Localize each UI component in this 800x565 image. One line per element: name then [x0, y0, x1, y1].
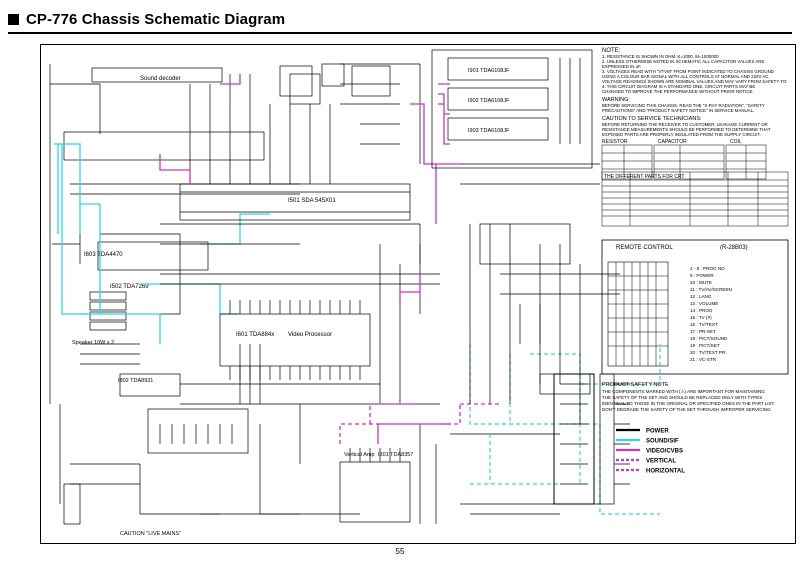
product-safety-note: PRODUCT SAFETY NOTE THE COMPONENTS MARKE… — [602, 382, 775, 412]
capacitor-label: CAPACITOR — [658, 139, 687, 145]
note-line: CHANGED TO IMPROVE THE PERFORMANCE WITHO… — [602, 89, 754, 94]
video-cvbs-paths — [159, 74, 460, 444]
i901-label: I901 TDA6108JF — [468, 68, 510, 74]
symbol-table — [601, 144, 767, 180]
i603-label: I603 TDA4470 — [84, 252, 123, 258]
crt-parts-heading: THE DIFFERENT PARTS FOR CRT — [604, 174, 684, 180]
legend-label-sound: SOUND/SIF — [646, 439, 679, 445]
safety-line: THE COMPONENTS MARKED WITH (⚠) ARE IMPOR… — [602, 389, 765, 394]
remote-model: (R-28B03) — [720, 245, 748, 251]
remote-key: 10 : MUTE — [690, 280, 712, 285]
remote-key: 14 : PROG — [690, 308, 713, 313]
note-line: 3. VOLTAGES READ WITH "VTVM" FROM POINT … — [602, 69, 774, 74]
crt-parts-table — [601, 171, 789, 227]
note-line: VOLTAGE READINGS SHOWN ARE NOMINAL VALUE… — [602, 79, 787, 84]
i802-label: I802 TDA8931 — [118, 378, 153, 384]
notes-heading: NOTE: — [602, 48, 621, 54]
schematic-drawing: Sound decoder I603 TDA4470 I502 TDA7269 … — [40, 44, 796, 544]
remote-key: 9 : POWER — [690, 273, 714, 278]
warning-heading: WARNING: — [602, 97, 630, 103]
remote-key: 18 : PICT/SOUND — [690, 336, 728, 341]
legend-label-power: POWER — [646, 429, 669, 435]
sheet-border — [40, 44, 796, 544]
page-number: 55 — [395, 547, 405, 556]
remote-key: 19 : PICT/SET — [690, 343, 720, 348]
vertical-amp-label: Vertical Amp — [344, 452, 375, 458]
speaker-label: Speaker 10W x 2 — [72, 340, 114, 346]
page-header: CP-776 Chassis Schematic Diagram — [8, 8, 285, 30]
micro-section — [160, 63, 560, 524]
remote-key: 17 : PR-SET — [690, 329, 716, 334]
safety-line: IDENTICAL TO THOSE IN THE ORIGINAL OR SP… — [602, 401, 775, 406]
warning-line: PRECAUTIONS" AND "PRODUCT SAFETY NOTICE"… — [602, 108, 754, 113]
remote-key: 1 - 8 : PROG NO — [690, 266, 725, 271]
caution-line: RESISTANCE MEASUREMENTS SHOULD BE PERFOR… — [602, 127, 771, 132]
remote-key: 20 : TV/TEXT PR. — [690, 350, 727, 355]
note-line: USING A COLOUR BAR SIGNAL WITH ALL CONTR… — [602, 74, 770, 79]
caution-line: BEFORE RETURNING THE RECEIVER TO CUSTOME… — [602, 122, 768, 127]
page-title: CP-776 Chassis Schematic Diagram — [26, 10, 286, 28]
remote-key: 15 : TV (#) — [690, 315, 712, 320]
i902-label: I902 TDA6108JF — [468, 98, 510, 104]
crt-video-paths — [438, 83, 450, 145]
video-processor-label: Video Processor — [288, 332, 332, 338]
notes-block: NOTE: 1. RESISTANCE IS SHOWN IN OHM. K=1… — [602, 48, 787, 145]
note-line: EXPRESSED IN uF. — [602, 64, 642, 69]
i903-label: I903 TDA6108JF — [468, 128, 510, 134]
warning-line: BEFORE SERVICING THIS CHASSIS, READ THE … — [602, 103, 765, 108]
i601-label: I601 TDA884x — [236, 332, 274, 338]
remote-key-list: 1 - 8 : PROG NO 9 : POWER 10 : MUTE 11 :… — [690, 266, 732, 362]
legend-label-video: VIDEO/CVBS — [646, 449, 683, 455]
caution-line: EXPOSED PARTS ARE PROPERLY INSULATED FRO… — [602, 132, 761, 137]
caution-live-mains: CAUTION "LIVE MAINS" — [120, 531, 181, 537]
remote-key: 16 : TV/TEXT — [690, 322, 718, 327]
remote-key: 12 : LANG — [690, 294, 712, 299]
remote-control-panel: REMOTE CONTROL (R-28B03) 1 - 8 : PROG NO… — [601, 239, 789, 375]
sound-section — [49, 64, 391, 525]
crt-drivers — [431, 49, 593, 169]
caution-heading: CAUTION TO SERVICE TECHNICIANS: — [602, 116, 702, 122]
i301-label: I301 TDA8357 — [378, 452, 413, 458]
coil-label: COIL — [730, 139, 742, 145]
note-line: 2. UNLESS OTHERWISE NOTED IN SCHEMATIC A… — [602, 59, 764, 64]
safety-line: DON'T DEGRADE THE SAFETY OF THE SET THRO… — [602, 407, 772, 412]
remote-key: 21 : VC-STR — [690, 357, 717, 362]
resistor-label: RESISTOR — [602, 139, 628, 145]
note-line: 4. THIS CIRCUIT DIAGRAM IS A STANDARD ON… — [602, 84, 755, 89]
note-line: 1. RESISTANCE IS SHOWN IN OHM. K=1000, M… — [602, 54, 719, 59]
i502-label: I502 TDA7269 — [110, 284, 149, 290]
legend-label-vertical: VERTICAL — [646, 459, 676, 465]
schematic-sheet: Sound decoder I603 TDA4470 I502 TDA7269 … — [40, 44, 796, 544]
remote-key: 13 : VOLUME — [690, 301, 718, 306]
safety-line: THE SAFETY OF THE SET AND SHOULD BE REPL… — [602, 395, 762, 400]
signal-legend: POWER SOUND/SIF VIDEO/CVBS VERTICAL HORI… — [616, 429, 685, 475]
title-bullet-square — [8, 13, 19, 25]
safety-heading: PRODUCT SAFETY NOTE — [602, 382, 669, 388]
remote-title: REMOTE CONTROL — [616, 245, 673, 251]
remote-key: 11 : TV/AV/SCREEN — [690, 287, 732, 292]
i802-sound-label: Sound decoder — [140, 76, 181, 82]
power-section — [460, 163, 630, 515]
i501-label: I501 SDA 545X01 — [288, 198, 336, 204]
title-rule — [8, 32, 792, 34]
legend-label-horizontal: HORIZONTAL — [646, 469, 685, 475]
